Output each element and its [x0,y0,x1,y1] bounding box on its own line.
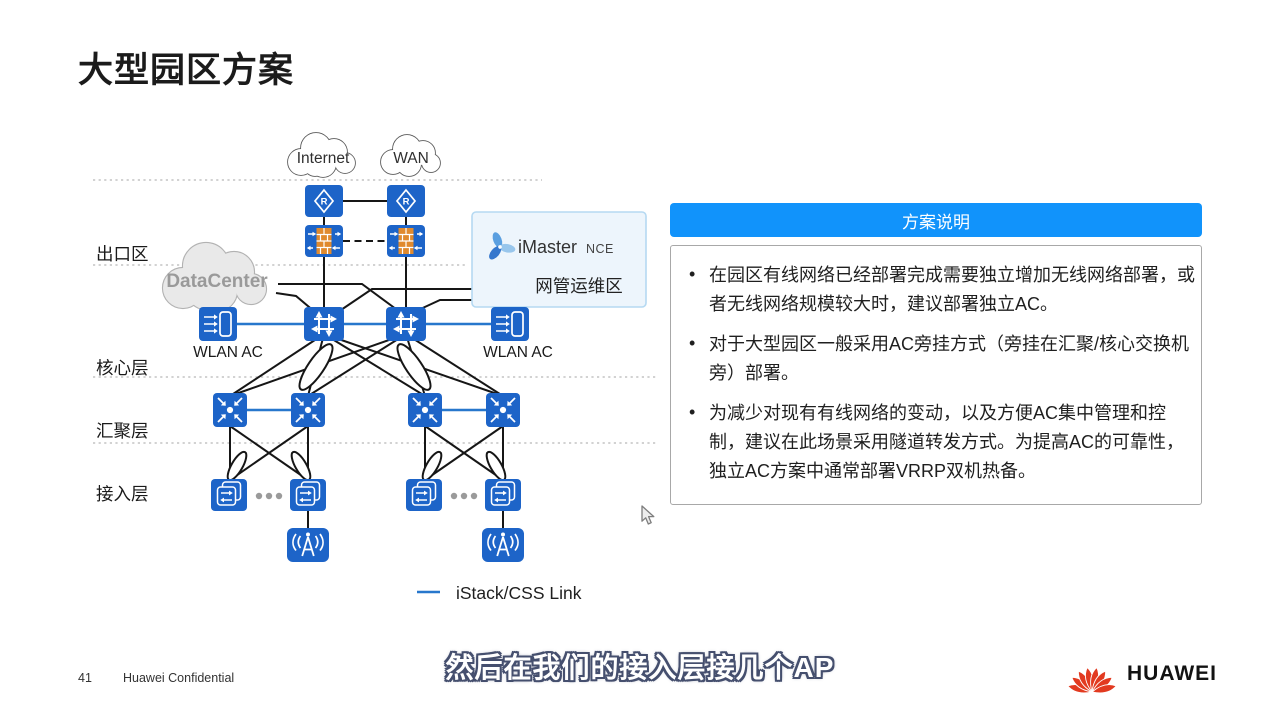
wlan-ac-right-label: WLAN AC [483,344,553,361]
zone-label-aggregation: 汇聚层 [96,421,149,441]
internet-cloud: Internet [287,132,356,178]
imaster-nce-icon [489,232,516,260]
nms-zone-label: 网管运维区 [535,276,623,296]
wlan-ac-left-icon [198,306,238,342]
legend-label: iStack/CSS Link [456,583,582,603]
solution-panel-header: 方案说明 [670,203,1202,237]
link-bundle-ellipses [226,343,507,482]
solution-bullet-list: • 在园区有线网络已经部署完成需要独立增加无线网络部署，或者无线网络规模较大时，… [687,261,1196,486]
zone-label-egress: 出口区 [96,244,149,264]
router-left-icon [304,184,344,218]
huawei-flower-icon [1066,666,1118,694]
bullet-dot: • [689,264,696,284]
page-title: 大型园区方案 [78,51,295,90]
access-switch-4-icon [484,478,522,512]
datacenter-cloud-label: DataCenter [166,271,268,292]
topology-links [229,200,504,528]
zone-label-access: 接入层 [96,484,149,504]
solution-bullet-2-text: 对于大型园区一般采用AC旁挂方式（旁挂在汇聚/核心交换机旁）部署。 [709,334,1190,383]
legend: iStack/CSS Link [417,583,582,603]
core-switch-left-icon [303,306,345,342]
access-ellipsis-dots [255,492,478,500]
ap-right-icon [481,527,525,563]
core-switch-right-icon [385,306,427,342]
agg-switch-2-icon [290,392,326,428]
wan-cloud-label: WAN [393,150,429,167]
firewall-right-icon [386,224,426,258]
imaster-label: iMaster [518,237,577,257]
solution-bullet-3: • 为减少对现有有线网络的变动，以及方便AC集中管理和控制，建议在此场景采用隧道… [687,399,1196,486]
router-right-icon [386,184,426,218]
wlan-ac-right-icon [490,306,530,342]
solution-panel-body: • 在园区有线网络已经部署完成需要独立增加无线网络部署，或者无线网络规模较大时，… [670,245,1202,505]
nms-zone-box: iMaster NCE 网管运维区 [471,211,647,308]
agg-switch-4-icon [485,392,521,428]
solution-bullet-1-text: 在园区有线网络已经部署完成需要独立增加无线网络部署，或者无线网络规模较大时，建议… [709,265,1195,314]
huawei-logo: HUAWEI [1066,653,1217,695]
solution-bullet-3-text: 为减少对现有有线网络的变动，以及方便AC集中管理和控制，建议在此场景采用隧道转发… [709,403,1185,481]
access-switch-1-icon [210,478,248,512]
nce-label: NCE [586,242,614,256]
wan-cloud: WAN [380,134,441,177]
video-subtitle-caption: 然后在我们的接入层接几个AP [445,652,835,683]
bullet-dot: • [689,333,696,353]
mouse-cursor [641,505,655,525]
huawei-logo-text: HUAWEI [1127,662,1217,685]
network-topology-diagram: R [93,132,656,603]
istack-links [218,322,510,412]
access-switch-3-icon [405,478,443,512]
zone-label-core: 核心层 [96,358,149,378]
internet-cloud-label: Internet [297,150,350,167]
bullet-dot: • [689,402,696,422]
firewall-left-icon [304,224,344,258]
zone-separators [93,179,656,444]
access-switch-2-icon [289,478,327,512]
confidential-label: Huawei Confidential [123,671,235,685]
datacenter-cloud: DataCenter [161,241,268,313]
solution-bullet-2: • 对于大型园区一般采用AC旁挂方式（旁挂在汇聚/核心交换机旁）部署。 [687,330,1196,388]
agg-switch-1-icon [212,392,248,428]
agg-switch-3-icon [407,392,443,428]
wlan-ac-left-label: WLAN AC [193,344,263,361]
solution-bullet-1: • 在园区有线网络已经部署完成需要独立增加无线网络部署，或者无线网络规模较大时，… [687,261,1196,319]
ap-left-icon [286,527,330,563]
page-number: 41 [78,671,92,685]
